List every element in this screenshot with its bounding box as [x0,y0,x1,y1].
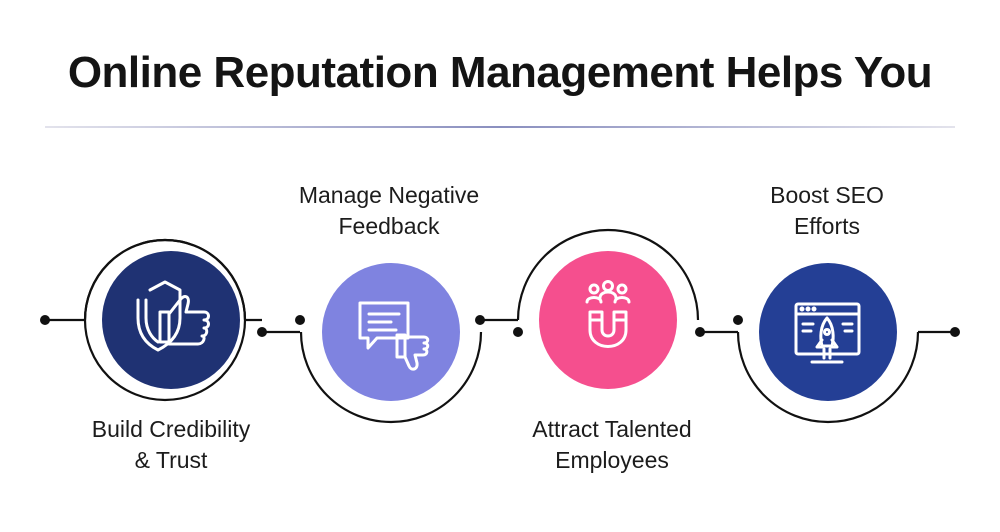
step-label-line: Manage Negative [298,182,480,208]
step-circle-3 [539,251,677,389]
step-circle-2 [322,263,460,401]
step-label-attract-talent: Attract Talented Employees [482,414,742,476]
browser-rocket-icon [794,302,861,364]
step-label-line: Feedback [338,213,440,239]
connector-dot [475,315,485,325]
shield-thumbs-up-icon [136,280,210,352]
step-label-build-credibility: Build Credibility & Trust [41,414,301,476]
outer-arc-4 [736,331,920,424]
step-label-line: Boost SEO [770,182,884,208]
step-label-line: Employees [555,447,669,473]
title-divider [45,126,955,128]
connector-dot [295,315,305,325]
chat-thumbs-down-icon [358,301,430,371]
outer-arc-2 [299,331,483,424]
step-label-line: & Trust [134,447,208,473]
connector-dot [695,327,705,337]
connector-dot [40,315,50,325]
connector-dot [733,315,743,325]
step-circle-1 [102,251,240,389]
connector-dot [950,327,960,337]
step-label-line: Build Credibility [91,416,251,442]
step-label-manage-feedback: Manage Negative Feedback [259,180,519,242]
step-label-boost-seo: Boost SEO Efforts [697,180,957,242]
connector-dot [257,327,267,337]
outer-arc-1 [83,238,247,321]
step-label-line: Attract Talented [532,416,692,442]
outer-arc-3 [516,228,700,321]
step-label-line: Efforts [793,213,861,239]
page-title: Online Reputation Management Helps You [67,48,933,97]
magnet-people-icon [585,280,631,348]
connector-dot [513,327,523,337]
